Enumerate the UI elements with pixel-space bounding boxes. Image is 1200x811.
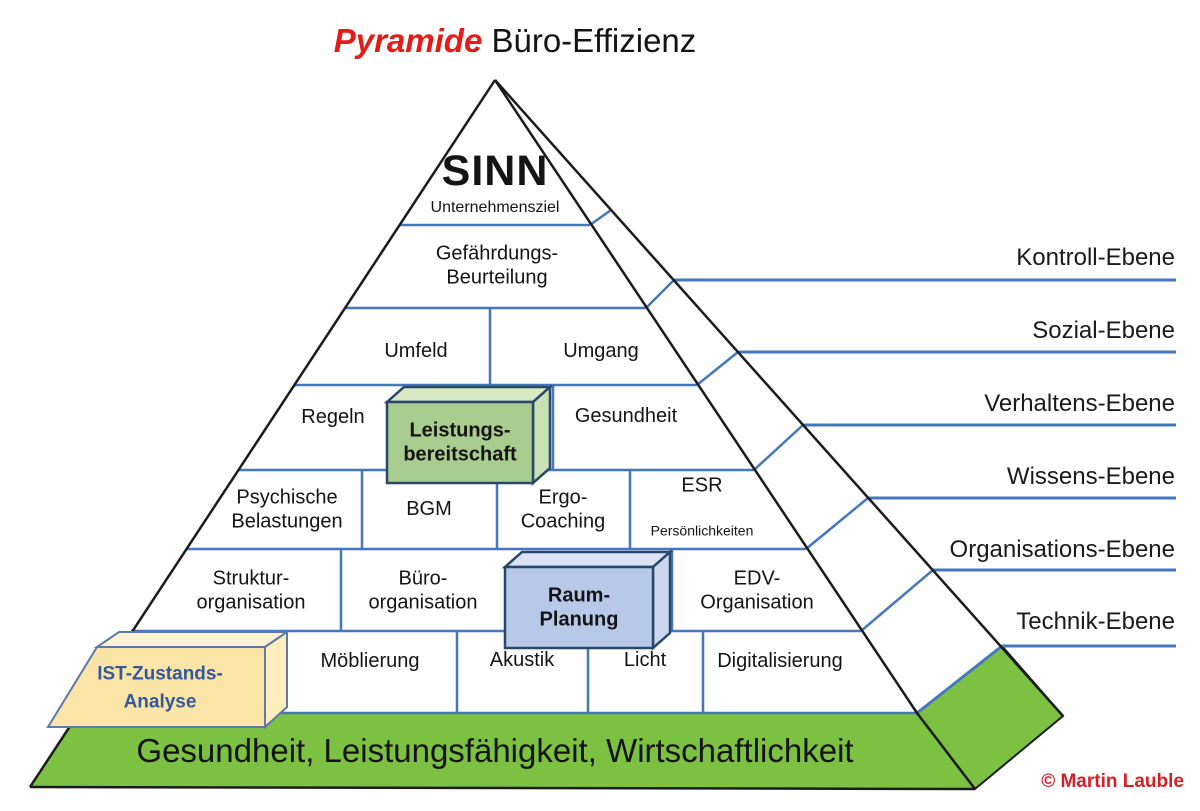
pyramid-outer-right-edge bbox=[494, 79, 1064, 717]
leistungsbereitschaft-box-top bbox=[383, 385, 554, 404]
cell-bueroorganisation: Büro- organisation bbox=[368, 567, 478, 614]
cell-gefaehrdungsbeurteilung: Gefährdungs- Beurteilung bbox=[435, 242, 559, 289]
connector-kontroll bbox=[645, 279, 675, 309]
leistungsbereitschaft-box-side bbox=[531, 384, 552, 486]
ebene-label-technik: Technik-Ebene bbox=[1016, 608, 1175, 635]
connector-sozial bbox=[696, 351, 739, 386]
leistungsbereitschaft-box-front bbox=[385, 400, 535, 485]
ebene-label-verhaltens: Verhaltens-Ebene bbox=[984, 390, 1175, 417]
cell-edv-organisation: EDV- Organisation bbox=[700, 567, 814, 614]
title-highlight: Pyramide bbox=[333, 22, 483, 59]
connector-wissens bbox=[805, 497, 869, 550]
cell-esr-subtitle: Persönlichkeiten bbox=[650, 522, 754, 539]
raumplanung-box-front bbox=[503, 565, 655, 650]
pyramid-front-right-edge bbox=[493, 79, 919, 714]
cell-leistungsbereitschaft: Leistungs- bereitschaft bbox=[403, 419, 517, 466]
cell-gesundheit: Gesundheit bbox=[574, 404, 678, 427]
cell-umgang: Umgang bbox=[563, 339, 639, 362]
cell-licht: Licht bbox=[623, 648, 667, 671]
base-label: Gesundheit, Leistungsfähigkeit, Wirtscha… bbox=[136, 731, 854, 769]
title-rest: Büro-Effizienz bbox=[482, 22, 697, 59]
ist-box-front bbox=[46, 646, 266, 728]
cell-bgm: BGM bbox=[406, 497, 452, 520]
raumplanung-box-top bbox=[501, 550, 674, 569]
cell-moeblierung: Möblierung bbox=[320, 649, 420, 672]
cell-ist-zustands-analyse: IST-Zustands- Analyse bbox=[97, 663, 223, 712]
ist-box-top bbox=[93, 631, 291, 648]
cell-esr-title: ESR bbox=[681, 475, 723, 498]
cell-digitalisierung: Digitalisierung bbox=[717, 649, 843, 672]
copyright-text: © Martin Lauble bbox=[1041, 771, 1184, 792]
page-title: Pyramide Büro-Effizienz bbox=[334, 22, 697, 60]
ebene-label-kontroll: Kontroll-Ebene bbox=[1016, 244, 1175, 271]
base-bottom-edge bbox=[29, 785, 976, 791]
cell-regeln: Regeln bbox=[301, 405, 365, 428]
base-bar-front bbox=[30, 713, 975, 789]
cell-umfeld: Umfeld bbox=[384, 339, 448, 362]
cell-strukturorganisation: Struktur- organisation bbox=[196, 567, 306, 614]
cell-psychische-belastungen: Psychische Belastungen bbox=[231, 486, 343, 533]
raumplanung-box-side bbox=[651, 549, 672, 651]
connector-verhaltens bbox=[753, 424, 804, 471]
cell-esr: ESR Persönlichkeiten bbox=[651, 451, 754, 566]
connector-sinn bbox=[589, 208, 612, 227]
cell-akustik: Akustik bbox=[489, 648, 555, 671]
ebene-label-sozial: Sozial-Ebene bbox=[1032, 317, 1175, 344]
connector-technik bbox=[916, 644, 1003, 715]
cell-ergo-coaching: Ergo- Coaching bbox=[520, 486, 606, 533]
ebene-label-organisations: Organisations-Ebene bbox=[949, 536, 1175, 563]
ebene-label-wissens: Wissens-Ebene bbox=[1006, 463, 1175, 490]
connector-organisations bbox=[860, 569, 934, 632]
apex-title: SINN bbox=[441, 146, 549, 195]
base-right-edge bbox=[916, 712, 976, 790]
apex-subtitle: Unternehmensziel bbox=[430, 199, 560, 217]
cell-raumplanung: Raum- Planung bbox=[539, 584, 619, 631]
